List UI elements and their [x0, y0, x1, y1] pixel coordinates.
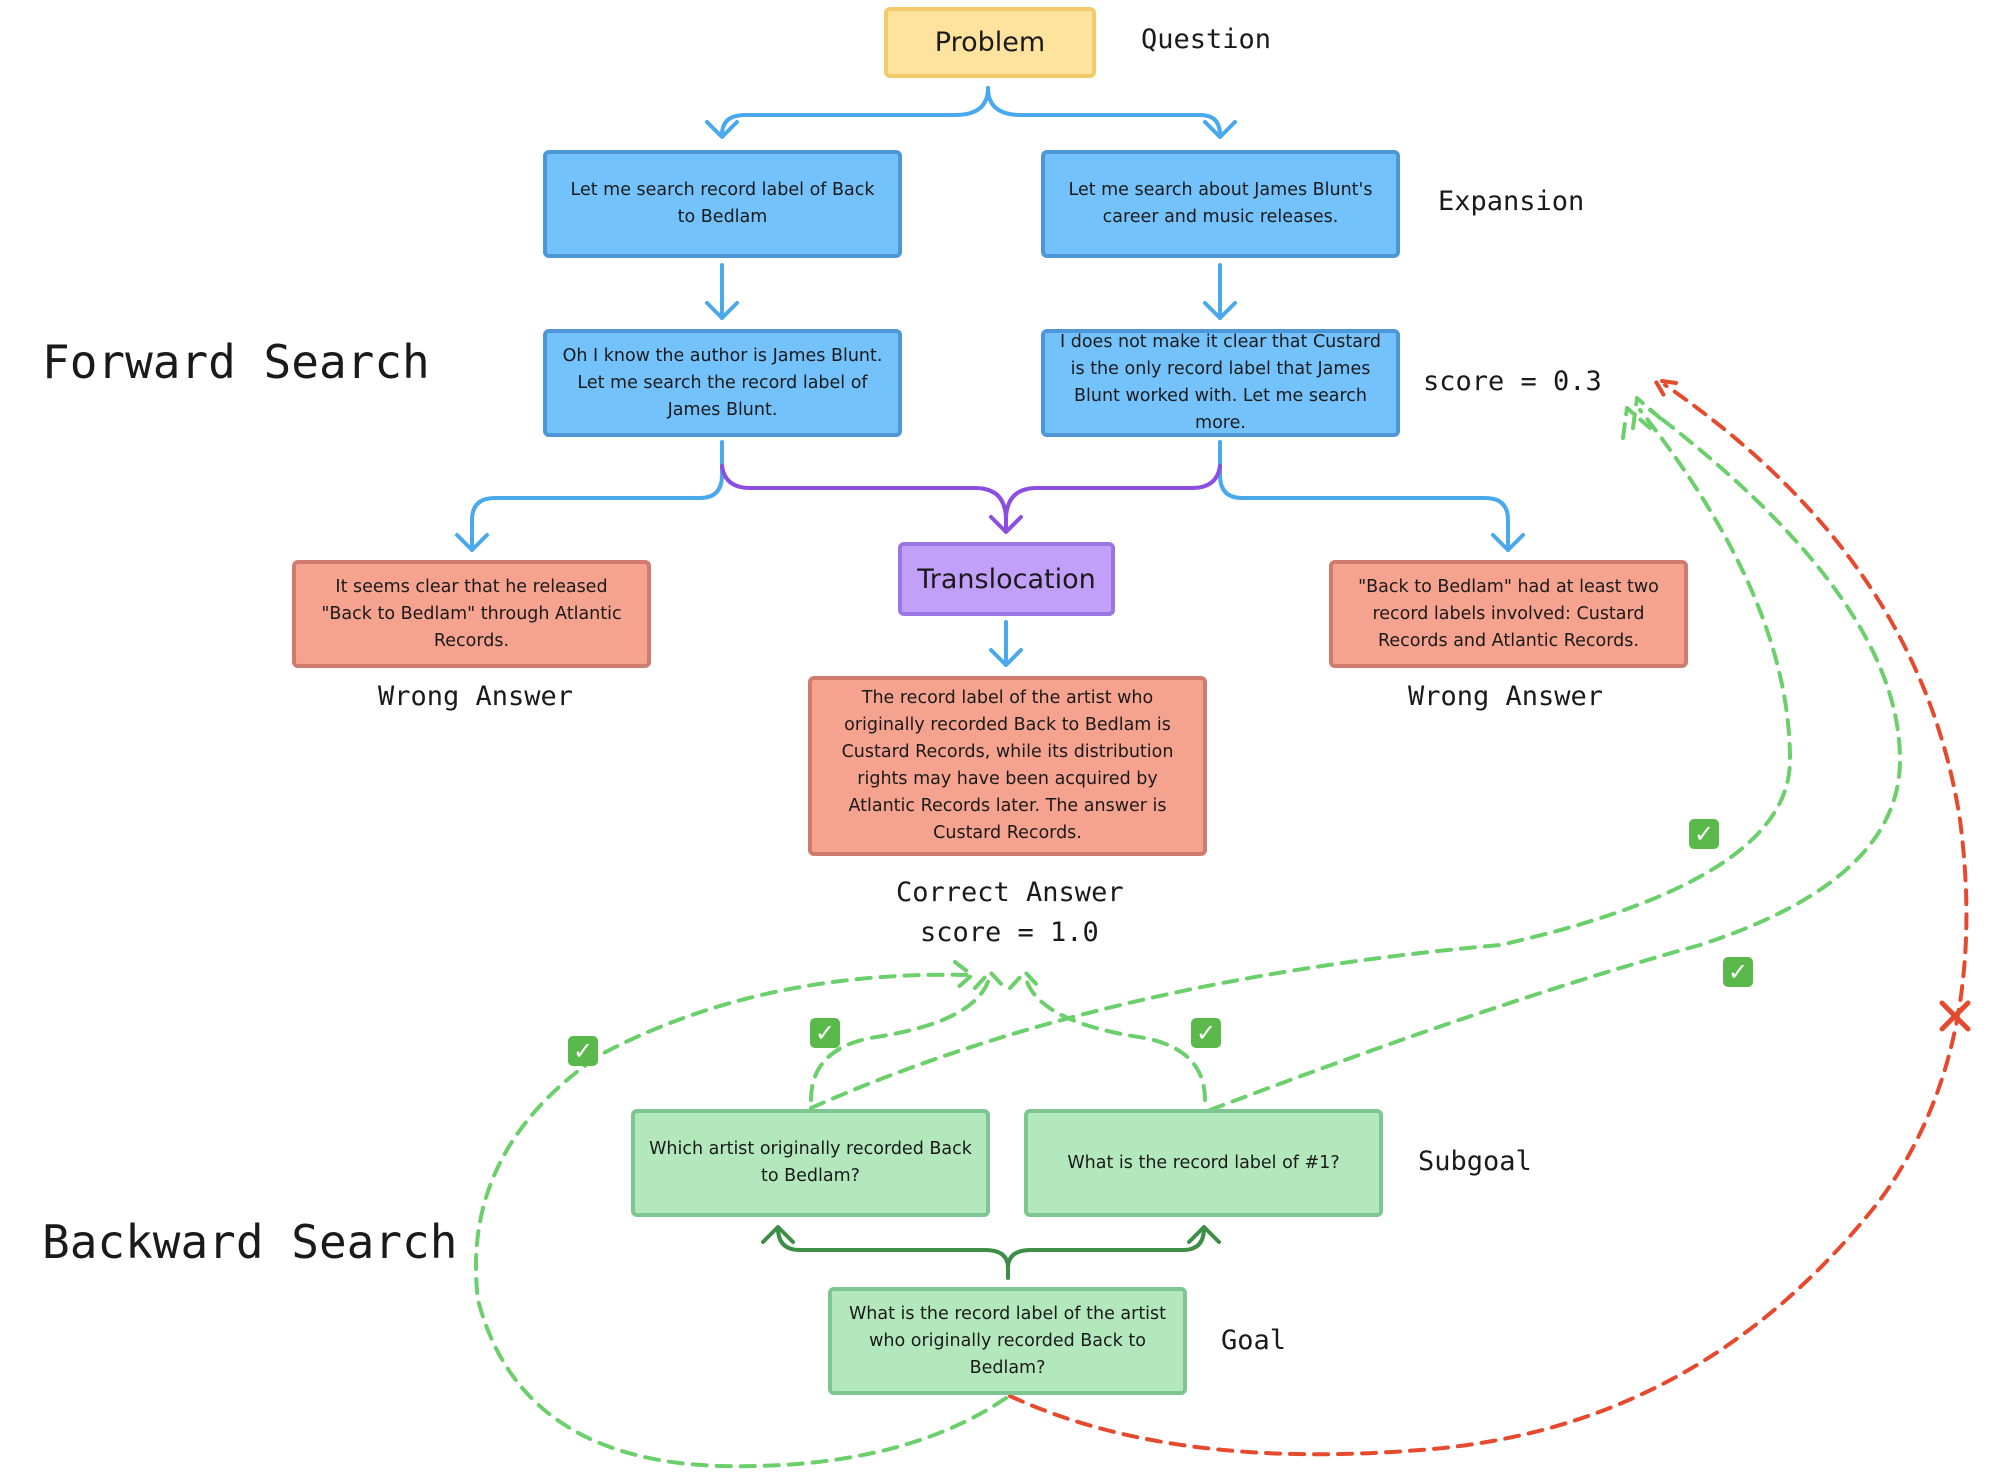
- check-icon: ✓: [1689, 819, 1719, 849]
- correct-node: The record label of the artist who origi…: [808, 676, 1207, 856]
- wrong-answer-left-label: Wrong Answer: [378, 681, 574, 712]
- correct-answer-label: Correct Answer: [896, 877, 1124, 908]
- translocation-text: Translocation: [917, 563, 1096, 595]
- wrong-answer-right-label: Wrong Answer: [1408, 681, 1604, 712]
- arrow-merge-right: [1004, 464, 1222, 522]
- check-icon: ✓: [1191, 1018, 1221, 1048]
- arrow-problem-to-expand-right: [986, 86, 1222, 137]
- step-right-text: I does not make it clear that Custard is…: [1060, 332, 1381, 433]
- subgoal-left-node: Which artist originally recorded Back to…: [631, 1109, 990, 1217]
- subgoal-left-text: Which artist originally recorded Back to…: [649, 1139, 972, 1186]
- wrong-left-text: It seems clear that he released "Back to…: [321, 576, 622, 651]
- goal-text: What is the record label of the artist w…: [848, 1303, 1167, 1378]
- verify-subgoal-right-to-correct: [1023, 973, 1207, 1102]
- goal-label: Goal: [1221, 1325, 1287, 1356]
- wrong-right-node: "Back to Bedlam" had at least two record…: [1329, 560, 1688, 668]
- reject-goal-to-score-low: [1008, 383, 1969, 1457]
- problem-node: Problem: [884, 7, 1096, 78]
- expand-right-text: Let me search about James Blunt's career…: [1068, 180, 1373, 227]
- step-left-node: Oh I know the author is James Blunt. Let…: [543, 329, 902, 437]
- wrong-left-node: It seems clear that he released "Back to…: [292, 560, 651, 668]
- arrow-problem-to-expand-left-head: [705, 120, 739, 139]
- reject-cross-icon: [1939, 1000, 1971, 1032]
- expansion-label: Expansion: [1438, 186, 1585, 217]
- expand-left-text: Let me search record label of Back to Be…: [570, 180, 875, 227]
- verify-subgoal-left-to-correct: [809, 973, 992, 1102]
- arrow-step-left-to-wrong-left: [470, 440, 724, 552]
- goal-node: What is the record label of the artist w…: [828, 1287, 1187, 1395]
- arrow-merge-head: [989, 515, 1023, 534]
- step-right-node: I does not make it clear that Custard is…: [1041, 329, 1400, 437]
- verify-subgoal-left-to-expand-score: [809, 408, 1792, 1110]
- question-label: Question: [1141, 24, 1272, 55]
- arrow-goal-to-subgoal-left: [776, 1226, 1010, 1280]
- expand-right-node: Let me search about James Blunt's career…: [1041, 150, 1400, 258]
- arrow-goal-to-subgoal-right: [1006, 1226, 1206, 1270]
- arrow-step-right-to-wrong-right: [1218, 440, 1510, 552]
- expand-left-node: Let me search record label of Back to Be…: [543, 150, 902, 258]
- verify-subgoal-right-to-expand-score: [1208, 408, 1902, 1112]
- check-icon: ✓: [1723, 957, 1753, 987]
- forward-search-title: Forward Search: [42, 335, 430, 389]
- arrow-problem-to-expand-left: [720, 86, 990, 137]
- arrow-problem-to-expand-right-head: [1203, 120, 1237, 139]
- problem-text: Problem: [934, 27, 1046, 58]
- arrow-merge-left: [720, 464, 1008, 532]
- score-high-label: score = 1.0: [920, 917, 1099, 948]
- verify-goal-to-correct: [473, 972, 1008, 1469]
- step-left-text: Oh I know the author is James Blunt. Let…: [562, 345, 883, 420]
- subgoal-right-text: What is the record label of #1?: [1067, 1152, 1340, 1173]
- score-low-label: score = 0.3: [1423, 366, 1602, 397]
- backward-search-title: Backward Search: [42, 1215, 458, 1269]
- correct-text: The record label of the artist who origi…: [841, 688, 1174, 843]
- translocation-node: Translocation: [898, 542, 1115, 616]
- wrong-right-text: "Back to Bedlam" had at least two record…: [1358, 576, 1659, 651]
- subgoal-right-node: What is the record label of #1?: [1024, 1109, 1383, 1217]
- subgoal-label: Subgoal: [1418, 1146, 1532, 1177]
- check-icon: ✓: [810, 1018, 840, 1048]
- check-icon: ✓: [568, 1036, 598, 1066]
